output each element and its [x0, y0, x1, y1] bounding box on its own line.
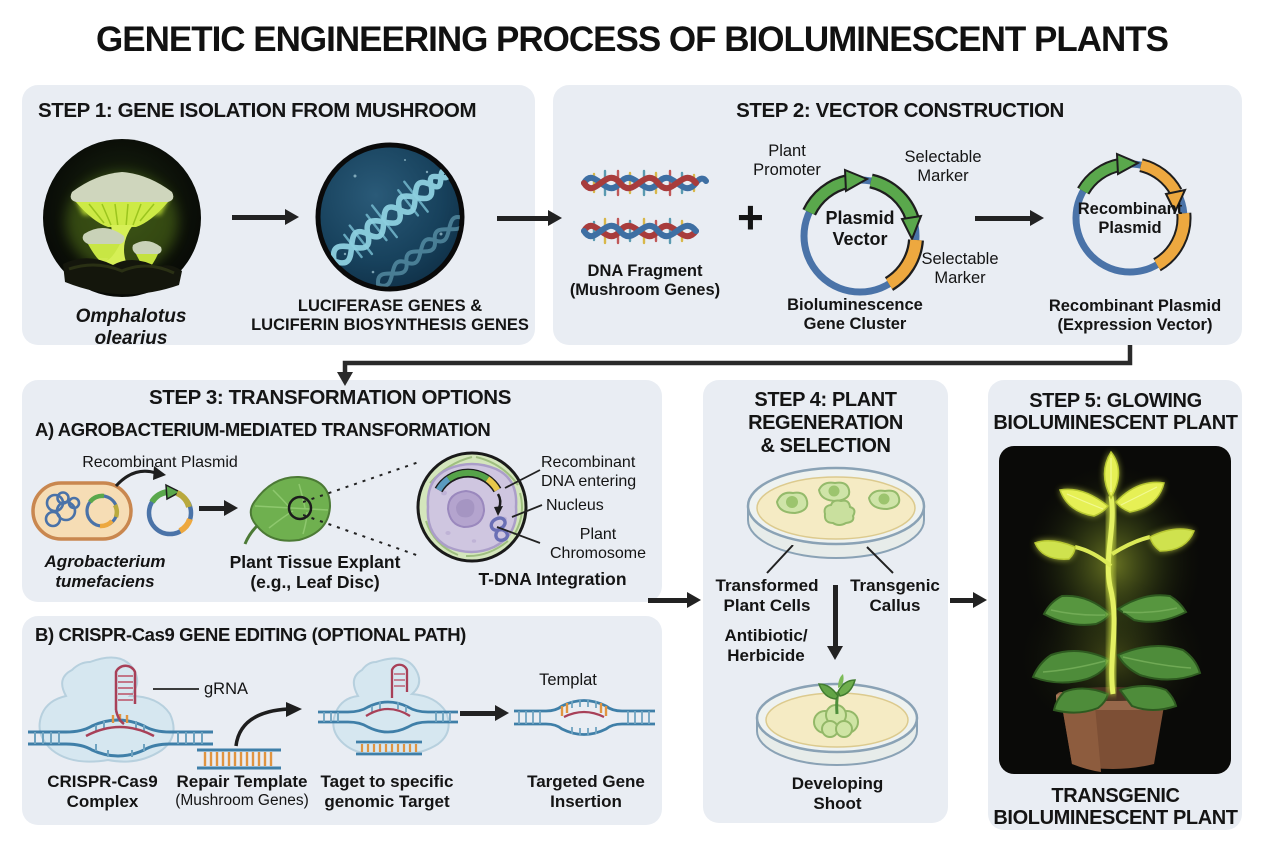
agrobacterium-label: Agrobacterium tumefaciens — [44, 552, 166, 591]
antibiotic-herbicide-label: Antibiotic/ Herbicide — [724, 626, 808, 665]
step4-heading: STEP 4: PLANT REGENERATION & SELECTION — [748, 389, 903, 457]
leaf-zoom-dotted-lines — [303, 461, 420, 557]
step3a-panel — [22, 380, 662, 602]
dna-photo — [315, 142, 465, 292]
gene-cluster-label: Bioluminescence Gene Cluster — [787, 296, 923, 334]
step5-heading: STEP 5: GLOWING BIOLUMINESCENT PLANT — [993, 390, 1238, 435]
crispr-target-illustration — [318, 657, 458, 756]
arrow-plasmid-to-leaf — [199, 506, 225, 511]
grna-label: gRNA — [204, 680, 249, 698]
dna-entering-label: Recombinant DNA entering — [541, 454, 637, 490]
arrow-step1-to-step2 — [497, 216, 549, 221]
arrow-target-to-insertion — [460, 711, 496, 716]
leaf-illustration — [243, 475, 332, 545]
recombinant-plasmid-caption: Recombinant Plasmid (Expression Vector) — [1048, 297, 1222, 335]
plant-promoter-label: Plant Promoter — [753, 142, 821, 180]
step3b-heading: B) CRISPR-Cas9 GENE EDITING (OPTIONAL PA… — [35, 624, 466, 645]
arrow-mushroom-to-dna — [232, 215, 286, 220]
transformed-cells-label: Transformed Plant Cells — [715, 576, 819, 615]
arrow-bacterium-to-plasmid — [114, 466, 166, 488]
selectable-marker-right-label: Selectable Marker — [921, 250, 999, 288]
step3a-heading: A) AGROBACTERIUM-MEDIATED TRANSFORMATION — [35, 419, 491, 440]
step1-heading: STEP 1: GENE ISOLATION FROM MUSHROOM — [38, 99, 477, 122]
mushroom-species-label: Omphalotus olearius — [75, 306, 187, 350]
dish-label-pointer-lines — [766, 545, 894, 574]
dna-fragment-illustration — [581, 169, 709, 245]
chromosome-label: Plant Chromosome — [549, 526, 647, 562]
target-label: Taget to specific genomic Target — [320, 772, 454, 811]
arrow-step2-to-step3 — [337, 345, 1133, 386]
petri-dish-shoot — [755, 674, 919, 766]
grna-pointer-line — [153, 688, 199, 690]
explant-label: Plant Tissue Explant (e.g., Leaf Disc) — [229, 552, 401, 593]
nucleus-label: Nucleus — [546, 497, 604, 514]
cell-label-pointer-lines — [496, 469, 543, 544]
gene-insertion-illustration — [514, 699, 655, 736]
crispr-complex-illustration — [28, 656, 213, 763]
recombinant-plasmid-diagram — [1072, 152, 1192, 276]
transgenic-plant-caption: TRANSGENIC BIOLUMINESCENT PLANT — [993, 785, 1238, 829]
arrow-template-to-target — [234, 702, 302, 747]
insertion-label: Targeted Gene Insertion — [527, 772, 645, 811]
step2-panel — [553, 85, 1242, 345]
crispr-complex-label: CRISPR-Cas9 Complex — [47, 772, 158, 811]
tdna-label: T-DNA Integration — [478, 569, 627, 589]
step3-heading: STEP 3: TRANSFORMATION OPTIONS — [149, 386, 511, 409]
plus-sign: + — [737, 191, 764, 243]
template-label: Templat — [539, 671, 597, 689]
recombinant-plasmid-center-label: Recombinant Plasmid — [1077, 200, 1183, 238]
glowing-mushroom-photo — [43, 139, 201, 297]
recombinant-plasmid-small — [146, 483, 194, 537]
plasmid-vector-label: Plasmid Vector — [825, 208, 895, 249]
plant-cell-illustration — [416, 451, 528, 563]
transgenic-callus-label: Transgenic Callus — [850, 576, 940, 615]
luciferase-genes-label: LUCIFERASE GENES & LUCIFERIN BIOSYNTHESI… — [251, 297, 529, 335]
step2-heading: STEP 2: VECTOR CONSTRUCTION — [736, 99, 1064, 122]
recombinant-plasmid-label-3a: Recombinant Plasmid — [82, 454, 238, 471]
dna-fragment-label: DNA Fragment (Mushroom Genes) — [569, 262, 721, 300]
repair-template-illustration — [197, 748, 281, 770]
repair-template-label: Repair Template — [176, 772, 308, 791]
arrow-step3-to-step4 — [648, 598, 688, 603]
plasmid-vector-diagram — [800, 168, 924, 296]
developing-shoot-label: Developing Shoot — [791, 774, 884, 813]
arrow-selection-down — [833, 585, 838, 647]
selectable-marker-top-label: Selectable Marker — [904, 148, 982, 186]
glowing-plant-illustration — [999, 446, 1231, 774]
arrow-step4-to-step5 — [950, 598, 974, 603]
page-title: GENETIC ENGINEERING PROCESS OF BIOLUMINE… — [96, 20, 1169, 59]
repair-template-sub-label: (Mushroom Genes) — [175, 792, 309, 809]
arrow-plasmid-to-recombinant — [975, 216, 1031, 221]
agrobacterium-illustration — [31, 481, 133, 541]
